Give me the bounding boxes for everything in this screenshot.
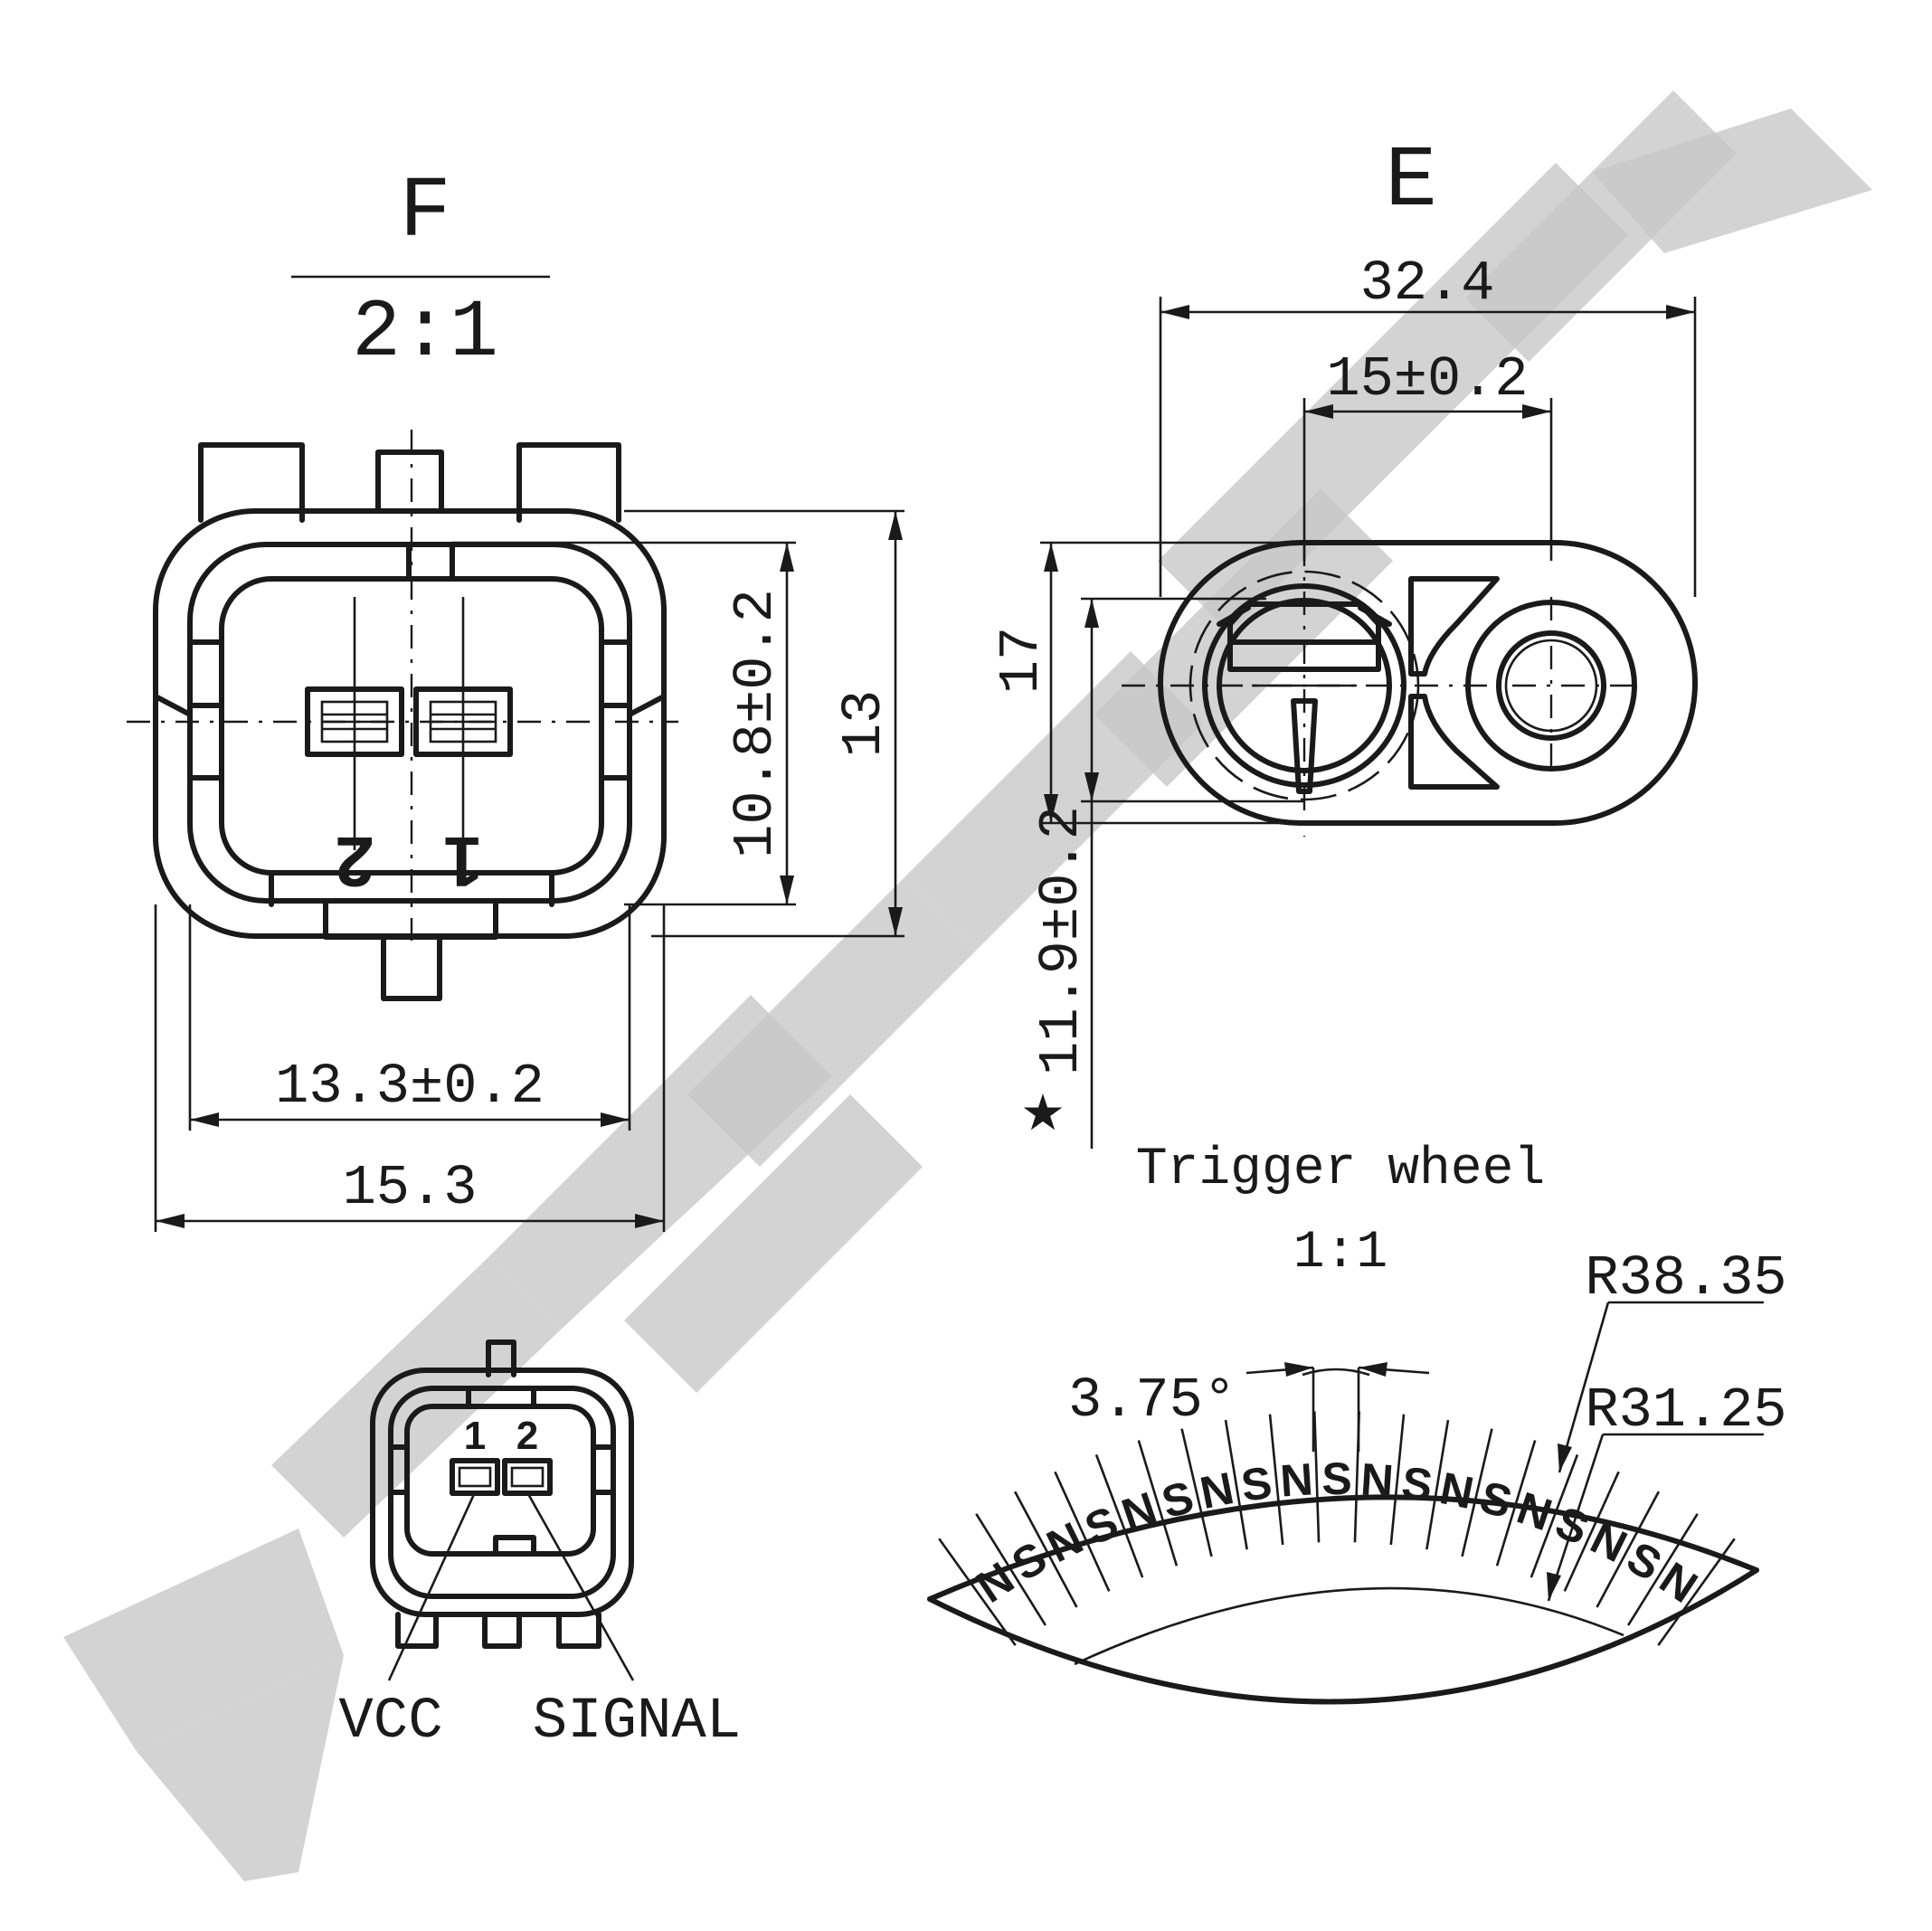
pole-divider	[1137, 1440, 1179, 1567]
f-pin-2-label: 2	[335, 822, 374, 902]
dim-e-center-distance: 15±0.2	[1326, 347, 1528, 412]
pole-divider	[1180, 1428, 1213, 1557]
pole-label: S	[1399, 1457, 1435, 1511]
pole-divider	[1495, 1440, 1537, 1567]
pole-label: S	[1078, 1497, 1125, 1556]
trigger-pole-dividers	[938, 1411, 1736, 1646]
signal-label: SIGNAL	[533, 1690, 741, 1755]
pole-divider	[1054, 1471, 1111, 1592]
pole-label: N	[1279, 1453, 1315, 1506]
pole-divider	[975, 1513, 1046, 1626]
pole-label: N	[1196, 1462, 1237, 1519]
pole-divider	[938, 1538, 1017, 1646]
view-e-label: E	[1385, 132, 1437, 231]
view-e: E 32.4 15±0.2	[990, 132, 1698, 1152]
view-f: F 2:1	[127, 163, 904, 1232]
pole-divider	[1425, 1419, 1450, 1550]
dim-trigger-inner-radius: R31.25	[1585, 1378, 1786, 1443]
f-pin-2-terminal	[305, 686, 404, 757]
pole-divider	[1530, 1453, 1579, 1578]
dim-f-height: 13	[832, 690, 896, 757]
pole-divider	[1627, 1513, 1699, 1626]
pole-divider	[1563, 1471, 1620, 1592]
pole-divider	[1312, 1411, 1321, 1543]
dim-trigger-pitch-angle: 3.75°	[1068, 1368, 1236, 1433]
pole-label: N	[1359, 1453, 1396, 1506]
connector-pin-2-label: 2	[516, 1414, 538, 1458]
watermark-logo	[63, 90, 1872, 1881]
pole-divider	[1657, 1538, 1736, 1646]
f-pin-1-terminal	[413, 686, 513, 757]
trigger-scale: 1:1	[1293, 1224, 1387, 1283]
pole-divider	[1596, 1491, 1661, 1608]
pole-divider	[1461, 1428, 1493, 1557]
pole-divider	[1268, 1414, 1284, 1546]
pole-divider	[1389, 1414, 1406, 1546]
f-pin-1-label: 1	[443, 822, 482, 902]
view-f-label: F	[399, 163, 451, 261]
view-f-scale: 2:1	[352, 288, 498, 380]
pole-divider	[1013, 1491, 1078, 1608]
trigger-title: Trigger wheel	[1136, 1141, 1545, 1199]
dim-f-inner-height: 10.8±0.2	[724, 589, 788, 858]
pole-divider	[1094, 1453, 1144, 1578]
pole-label: N	[1435, 1462, 1477, 1519]
pole-label: N	[1511, 1482, 1558, 1541]
dim-f-width: 15.3	[343, 1156, 478, 1220]
pole-divider	[1224, 1419, 1248, 1550]
dim-e-height: 17	[990, 627, 1054, 694]
dim-e-width: 32.4	[1360, 251, 1495, 316]
critical-star-icon: ★	[1022, 1073, 1065, 1152]
connector-view: 1 2 VCC SIGNAL	[338, 1339, 741, 1755]
pole-label: S	[1321, 1453, 1351, 1504]
connector-pin-1-label: 1	[464, 1414, 486, 1458]
dim-e-depth: 11.9±0.2	[1029, 806, 1094, 1075]
vcc-label: VCC	[338, 1690, 442, 1755]
dim-trigger-outer-radius: R38.35	[1585, 1246, 1786, 1311]
pole-label: S	[1238, 1457, 1274, 1511]
dim-f-inner-width: 13.3±0.2	[275, 1055, 545, 1119]
